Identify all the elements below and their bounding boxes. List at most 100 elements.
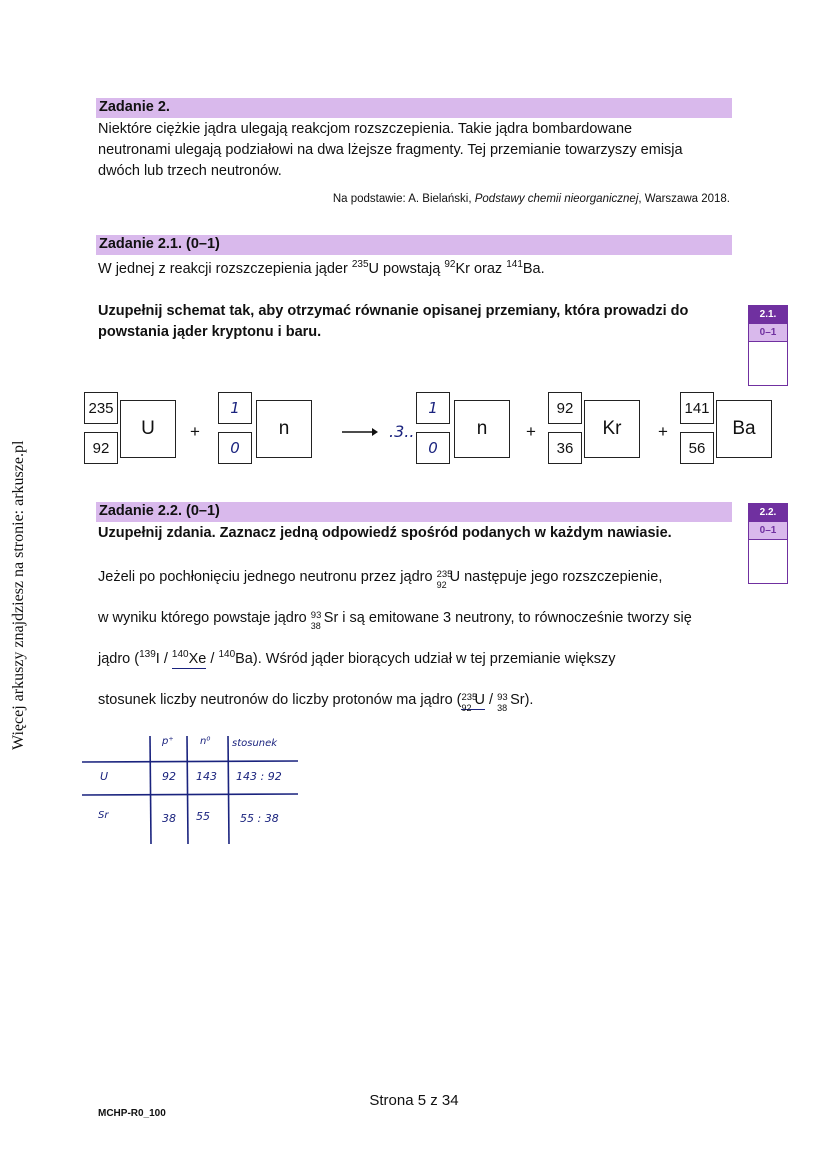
n2-symbol: n — [454, 400, 510, 458]
instruction-line: Uzupełnij schemat tak, aby otrzymać równ… — [98, 303, 689, 319]
symbol: U — [474, 692, 485, 708]
n1-mass-input[interactable]: 1 — [218, 392, 252, 424]
task22-header-bar: Zadanie 2.2. (0–1) — [96, 502, 732, 522]
task2-intro-line: Niektóre ciężkie jądra ulegają reakcjom … — [98, 121, 633, 137]
plus-sign: + — [658, 422, 668, 441]
side-watermark-text: Więcej arkuszy znajdziesz na stronie: ar… — [10, 440, 27, 750]
task2-intro: Niektóre ciężkie jądra ulegają reakcjom … — [98, 119, 683, 182]
table-cell-protons: 38 — [162, 812, 176, 825]
task2-intro-line: neutronami ulegają podziałowi na dwa lże… — [98, 142, 683, 158]
table-cell-protons: 92 — [162, 770, 176, 783]
atomic-number: 38 — [497, 703, 508, 713]
task22-line-3: jądro (139I / 140Xe / 140Ba). Wśród jąde… — [98, 649, 616, 670]
instruction-line: powstania jąder kryptonu i baru. — [98, 324, 322, 340]
mass-number: 235 — [461, 692, 478, 703]
score-range: 0–1 — [749, 324, 787, 342]
n1-symbol: n — [256, 400, 312, 458]
mass-number: 93 — [497, 692, 508, 703]
text: w wyniku którego powstaje jądro — [98, 610, 311, 626]
plus-sign: + — [190, 422, 200, 441]
mass-number: 141 — [506, 259, 523, 271]
kr-atomic-number: 36 — [548, 432, 582, 464]
task21-heading: Zadanie 2.1. (0–1) — [99, 236, 220, 252]
mass-number: 140 — [218, 649, 236, 661]
text: Sr i są emitowane 3 neutrony, to równocz… — [323, 610, 692, 626]
table-cell-neutrons: 55 — [196, 810, 210, 823]
table-cell-neutrons: 143 — [196, 770, 217, 783]
kr-symbol: Kr — [584, 400, 640, 458]
plus-sign: + — [526, 422, 536, 441]
table-header-protons: p⁺ — [162, 736, 174, 747]
score-number: 2.1. — [749, 306, 787, 324]
mass-number: 140 — [171, 649, 189, 661]
text: U powstają — [368, 261, 445, 277]
exam-code: MCHP-R0_100 — [98, 1108, 166, 1119]
table-header-ratio: stosunek — [232, 738, 278, 749]
option-xenon-selected[interactable]: 140Xe — [171, 649, 207, 669]
task2-header-bar: Zadanie 2. — [96, 98, 732, 118]
table-cell-ratio: 55 : 38 — [240, 812, 279, 825]
u-mass-number: 235 — [84, 392, 118, 424]
task22-heading: Zadanie 2.2. (0–1) — [99, 503, 220, 519]
option-strontium[interactable]: Sr). — [510, 692, 534, 708]
source-prefix: Na podstawie: A. Bielański, — [332, 193, 475, 205]
mass-number: 92 — [444, 259, 456, 271]
text: stosunek liczby neutronów do liczby prot… — [98, 692, 462, 708]
text: Jeżeli po pochłonięciu jednego neutronu … — [98, 569, 437, 585]
text: Kr oraz — [455, 261, 507, 277]
n2-mass-input[interactable]: 1 — [416, 392, 450, 424]
option-barium-text[interactable]: Ba). Wśród jąder biorących udział w tej … — [235, 651, 616, 667]
n2-atomic-input[interactable]: 0 — [416, 432, 450, 464]
ba-mass-number: 141 — [680, 392, 714, 424]
task21-header-bar: Zadanie 2.1. (0–1) — [96, 235, 732, 255]
score-box-2-2: 2.2. 0–1 — [748, 503, 788, 584]
atomic-number: 38 — [310, 621, 321, 631]
separator: / — [484, 692, 498, 708]
mass-number: 139 — [139, 649, 156, 661]
symbol: Xe — [188, 651, 207, 667]
mass-number: 235 — [351, 259, 369, 271]
text: Ba. — [522, 261, 545, 277]
atomic-number: 92 — [436, 580, 447, 590]
table-cell-ratio: 143 : 92 — [236, 770, 282, 783]
table-row-label: Sr — [98, 810, 109, 821]
task22-line-4: stosunek liczby neutronów do liczby prot… — [98, 690, 534, 713]
n1-atomic-input[interactable]: 0 — [218, 432, 252, 464]
score-range: 0–1 — [749, 522, 787, 540]
text: U następuje jego rozszczepienie, — [449, 569, 663, 585]
ba-atomic-number: 56 — [680, 432, 714, 464]
task22-instruction: Uzupełnij zdania. Zaznacz jedną odpowied… — [98, 525, 672, 541]
task22-line-1: Jeżeli po pochłonięciu jednego neutronu … — [98, 567, 663, 590]
u-atomic-number: 92 — [84, 432, 118, 464]
text: jądro ( — [98, 651, 140, 667]
atomic-number: 92 — [461, 703, 472, 713]
table-row-label: U — [100, 770, 109, 783]
page-number: Strona 5 z 34 — [369, 1092, 459, 1109]
table-lines — [81, 735, 299, 845]
source-title: Podstawy chemii nieorganicznej — [474, 193, 639, 205]
task21-text: W jednej z reakcji rozszczepienia jąder … — [98, 259, 545, 280]
source-citation: Na podstawie: A. Bielański, Podstawy che… — [333, 193, 730, 205]
source-suffix: , Warszawa 2018. — [638, 193, 730, 205]
option-iodine[interactable]: I / — [155, 651, 172, 667]
score-box-2-1: 2.1. 0–1 — [748, 305, 788, 386]
reaction-arrow-icon — [340, 425, 378, 444]
separator: / — [206, 651, 219, 667]
handwritten-table: p⁺ n⁰ stosunek U 92 143 143 : 92 Sr 38 5… — [80, 732, 302, 848]
mass-number: 93 — [310, 610, 322, 621]
kr-mass-number: 92 — [548, 392, 582, 424]
ba-symbol: Ba — [716, 400, 772, 458]
table-header-neutrons: n⁰ — [200, 736, 211, 747]
mass-number: 235 — [436, 569, 453, 580]
u-symbol: U — [120, 400, 176, 458]
coefficient-input[interactable]: .3.. — [389, 422, 415, 441]
task2-intro-line: dwóch lub trzech neutronów. — [98, 163, 282, 179]
task2-heading: Zadanie 2. — [99, 99, 170, 115]
task21-instruction: Uzupełnij schemat tak, aby otrzymać równ… — [98, 301, 688, 343]
